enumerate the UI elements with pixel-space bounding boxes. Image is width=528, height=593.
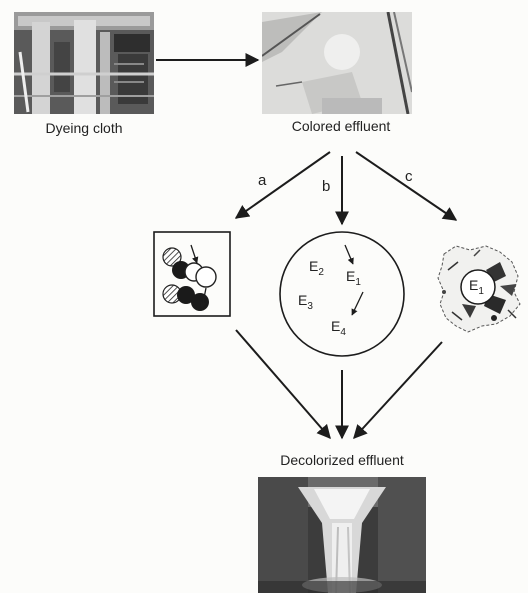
pathway-c-label: c xyxy=(405,168,413,185)
pathway-b-label: b xyxy=(322,178,330,195)
small-arrow xyxy=(352,292,363,315)
small-arrow xyxy=(345,245,353,264)
pathway-a-label: a xyxy=(258,172,266,189)
enzyme-e1-right-label: E1 xyxy=(469,277,484,297)
arrow-path-c xyxy=(356,152,456,220)
dark-particle xyxy=(191,293,209,311)
arrow-c-to-decolorized xyxy=(354,342,442,438)
arrow-a-to-decolorized xyxy=(236,330,330,438)
enzyme-e1-label: E1 xyxy=(346,268,361,288)
enzyme-e2-label: E2 xyxy=(309,258,324,278)
small-arrow xyxy=(191,245,197,263)
arrow-path-a xyxy=(236,152,330,218)
enzyme-e4-label: E4 xyxy=(331,318,346,338)
decolorized-effluent-label: Decolorized effluent xyxy=(280,452,403,468)
enzyme-e3-label: E3 xyxy=(298,292,313,312)
open-particle xyxy=(196,267,216,287)
colored-effluent-label: Colored effluent xyxy=(292,118,391,134)
dyeing-cloth-label: Dyeing cloth xyxy=(45,120,122,136)
